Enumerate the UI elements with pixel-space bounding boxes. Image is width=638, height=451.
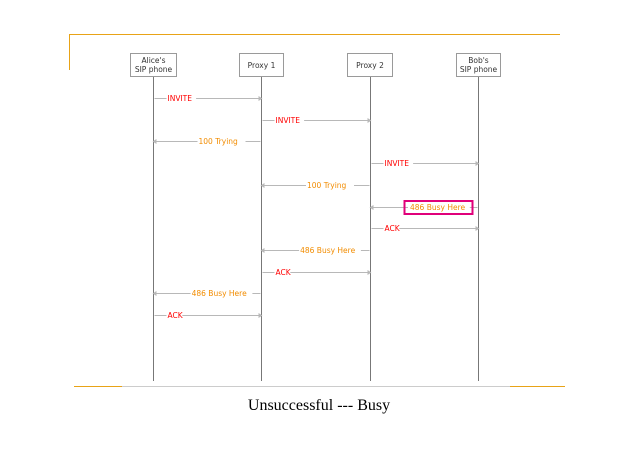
arrowhead-icon bbox=[367, 118, 372, 123]
message-label-background bbox=[197, 136, 246, 146]
message-11: ACK bbox=[154, 310, 263, 320]
message-10: 486 Busy Here bbox=[152, 288, 261, 298]
message-1: INVITE bbox=[154, 93, 263, 103]
message-3: 100 Trying bbox=[152, 136, 261, 146]
arrowhead-icon bbox=[258, 313, 263, 318]
message-label: ACK bbox=[276, 268, 292, 277]
message-label-background bbox=[166, 310, 183, 320]
message-label: ACK bbox=[385, 224, 401, 233]
arrowhead-icon bbox=[260, 183, 265, 188]
message-6: 486 Busy Here bbox=[369, 200, 478, 215]
actor-label: Proxy 2 bbox=[356, 60, 384, 70]
message-label: INVITE bbox=[385, 159, 410, 168]
message-label: 100 Trying bbox=[199, 137, 239, 146]
message-label: INVITE bbox=[168, 94, 193, 103]
message-label-background bbox=[299, 245, 361, 255]
actor-proxy-2: Proxy 2 bbox=[347, 53, 393, 77]
slide-caption: Unsuccessful --- Busy bbox=[247, 397, 391, 414]
arrowhead-icon bbox=[260, 248, 265, 253]
message-label-background bbox=[166, 93, 197, 103]
message-label-background bbox=[274, 267, 291, 277]
message-9: ACK bbox=[262, 267, 372, 277]
highlight-box bbox=[403, 200, 474, 215]
message-label: 486 Busy Here bbox=[192, 289, 248, 298]
arrowhead-icon bbox=[152, 291, 157, 296]
message-label: 486 Busy Here bbox=[410, 203, 466, 212]
actor-proxy-1: Proxy 1 bbox=[239, 53, 284, 77]
message-label-background bbox=[408, 202, 470, 212]
arrowhead-icon bbox=[475, 161, 480, 166]
message-8: 486 Busy Here bbox=[260, 245, 370, 255]
message-label-background bbox=[274, 115, 305, 125]
message-label: 100 Trying bbox=[307, 181, 347, 190]
message-label-background bbox=[383, 223, 400, 233]
message-7: ACK bbox=[371, 223, 480, 233]
actor-label: Proxy 1 bbox=[247, 60, 276, 70]
message-label-background bbox=[190, 288, 253, 298]
message-2: INVITE bbox=[262, 115, 372, 125]
arrowhead-icon bbox=[152, 139, 157, 144]
actor-alice-sip-phone: Alice's SIP phone bbox=[130, 53, 177, 77]
arrowhead-icon bbox=[367, 270, 372, 275]
arrowhead-icon bbox=[475, 226, 480, 231]
message-label-background bbox=[383, 158, 414, 168]
message-4: INVITE bbox=[371, 158, 480, 168]
message-label: ACK bbox=[168, 311, 184, 320]
arrowhead-icon bbox=[369, 205, 374, 210]
actor-label: Alice's SIP phone bbox=[134, 56, 173, 74]
message-5: 100 Trying bbox=[260, 180, 370, 190]
message-label-background bbox=[306, 180, 354, 190]
message-label: INVITE bbox=[276, 116, 301, 125]
arrowhead-icon bbox=[258, 96, 263, 101]
actor-bob-sip-phone: Bob's SIP phone bbox=[456, 53, 501, 77]
actor-label: Bob's SIP phone bbox=[459, 56, 498, 74]
message-label: 486 Busy Here bbox=[300, 246, 356, 255]
